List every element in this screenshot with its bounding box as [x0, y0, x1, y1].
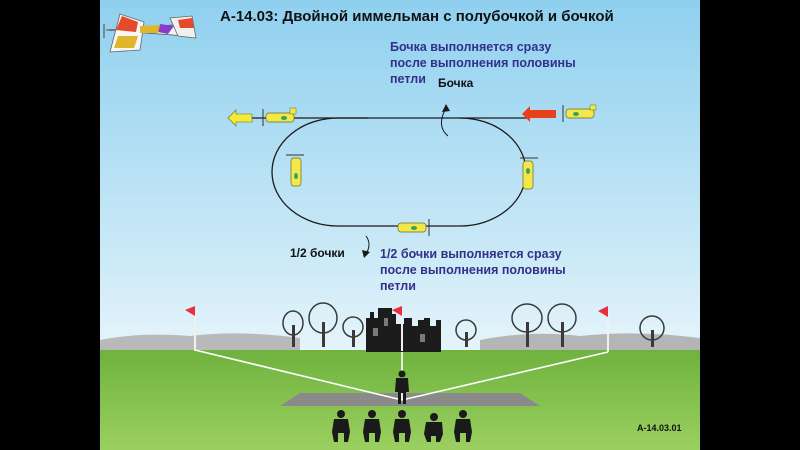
pilot-silhouette-icon: [395, 370, 409, 404]
plane-entry: [562, 104, 597, 122]
figure-code: A-14.03.01: [637, 423, 682, 433]
sky: [100, 0, 700, 350]
tree-icon: [282, 302, 665, 347]
castle-ruin-icon: [366, 308, 441, 352]
plane-bottom: [397, 219, 430, 236]
hills-right: [480, 333, 700, 352]
judge-silhouette-icon: [332, 410, 472, 442]
entry-arrow: [522, 106, 556, 122]
half-roll-note: 1/2 бочки выполняется сразу после выполн…: [380, 247, 566, 293]
roll-arrow: [441, 104, 450, 137]
roll-label: Бочка: [438, 76, 474, 90]
aerobatic-plane-icon: [103, 13, 197, 53]
diagram-scene: A-14.03: Двойной иммельман с полубочкой …: [100, 0, 700, 450]
diagram-title: A-14.03: Двойной иммельман с полубочкой …: [220, 8, 614, 25]
scene-graphics: [100, 0, 700, 450]
exit-arrow: [227, 109, 253, 127]
plane-exit: [262, 107, 297, 126]
flag-icon: [185, 306, 609, 352]
plane-right-vertical: [520, 157, 538, 190]
hills-left: [100, 333, 300, 352]
plane-left-vertical: [286, 154, 304, 187]
roll-note: Бочка выполняется сразу после выполнения…: [390, 40, 576, 86]
half-roll-arrow: [362, 235, 370, 258]
half-roll-label: 1/2 бочки: [290, 246, 345, 260]
runway: [280, 393, 540, 406]
